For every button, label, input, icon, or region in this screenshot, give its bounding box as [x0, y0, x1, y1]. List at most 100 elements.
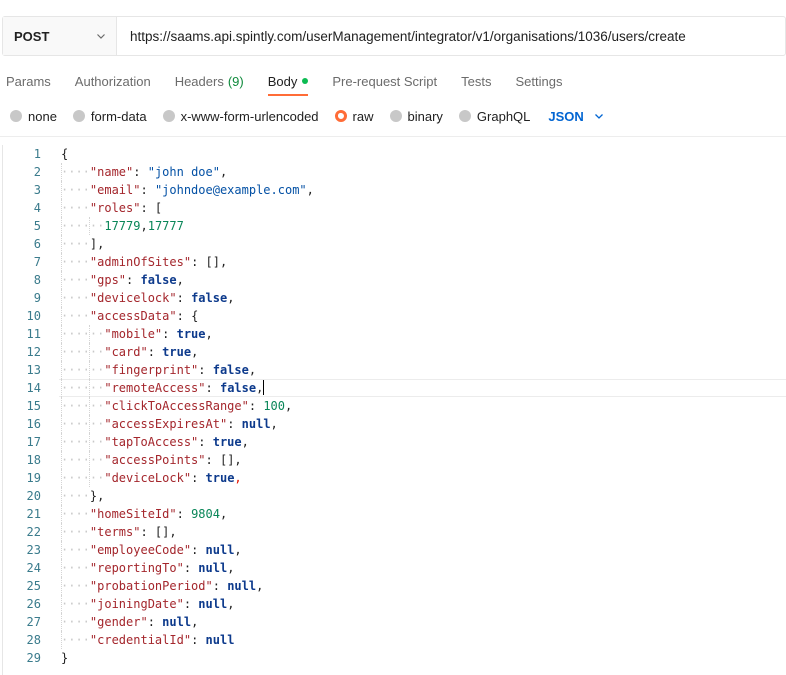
- code-token: :: [176, 507, 192, 521]
- code-token: ,: [176, 273, 184, 287]
- headers-count-badge: (9): [227, 73, 244, 89]
- whitespace-dots: ····: [61, 237, 90, 251]
- line-number: 28: [26, 633, 41, 647]
- body-code-editor[interactable]: 1{2····"name": "john doe",3····"email": …: [2, 145, 786, 675]
- line-number: 21: [26, 507, 41, 521]
- line-number: 12: [26, 345, 41, 359]
- code-line: 3····"email": "johndoe@example.com",: [3, 181, 786, 199]
- code-line: 27····"gender": null,: [3, 613, 786, 631]
- tab-params[interactable]: Params: [0, 64, 57, 98]
- code-token: "reportingTo": [89, 561, 184, 575]
- code-line: 24····"reportingTo": null,: [3, 559, 786, 577]
- mode-none-radio[interactable]: none: [10, 109, 57, 124]
- method-label: POST: [14, 28, 50, 44]
- line-number: 29: [26, 651, 41, 665]
- code-token: :: [133, 165, 148, 179]
- indent-guide: [61, 595, 62, 613]
- code-token: null: [205, 633, 235, 647]
- code-text: ······"clickToAccessRange": 100,: [61, 397, 292, 415]
- tab-label: Params: [6, 73, 51, 89]
- code-token: null: [198, 561, 228, 575]
- line-number: 24: [26, 561, 41, 575]
- indent-guide: [61, 163, 62, 181]
- indent-guide: [61, 343, 62, 361]
- code-token: :: [183, 597, 199, 611]
- url-input[interactable]: https://saams.api.spintly.com/userManage…: [117, 17, 686, 55]
- code-token: 9804: [191, 507, 220, 521]
- code-text: ····"devicelock": false,: [61, 289, 234, 307]
- indent-guide: [61, 271, 62, 289]
- tab-tests[interactable]: Tests: [455, 64, 497, 98]
- radio-icon: [162, 110, 175, 122]
- indent-guide: [61, 181, 62, 199]
- code-token: }: [89, 489, 98, 503]
- code-token: "roles": [89, 201, 141, 215]
- code-text: ····"terms": [],: [61, 523, 177, 541]
- code-token: ,: [256, 381, 264, 395]
- whitespace-dots: ······: [61, 363, 105, 377]
- code-token: false: [212, 363, 249, 377]
- mode-form-data-radio[interactable]: form-data: [72, 109, 147, 124]
- code-token: :: [248, 399, 264, 413]
- code-token: : [],: [140, 525, 177, 539]
- code-line: 15······"clickToAccessRange": 100,: [3, 397, 786, 415]
- mode-label: none: [28, 108, 57, 124]
- code-token: "fingerprint": [104, 363, 199, 377]
- language-select[interactable]: JSON: [548, 109, 603, 124]
- code-token: 100: [263, 399, 285, 413]
- code-token: ,: [285, 399, 293, 413]
- tab-settings[interactable]: Settings: [509, 64, 568, 98]
- mode-urlencoded-radio[interactable]: x-www-form-urlencoded: [162, 108, 319, 124]
- code-line: 6····],: [3, 235, 786, 253]
- mode-raw-radio[interactable]: raw: [334, 109, 374, 124]
- tab-label: Headers: [174, 73, 224, 89]
- code-line: 16······"accessExpiresAt": null,: [3, 415, 786, 433]
- code-token: "johndoe@example.com": [154, 183, 307, 197]
- method-select[interactable]: POST: [3, 17, 117, 55]
- whitespace-dots: ····: [61, 489, 90, 503]
- indent-guide: [61, 379, 62, 397]
- line-number: 23: [26, 543, 41, 557]
- code-token: ,: [205, 327, 213, 341]
- code-token: true: [162, 345, 192, 359]
- chevron-down-icon: [97, 34, 105, 39]
- tab-body[interactable]: Body: [262, 64, 315, 98]
- whitespace-dots: ····: [61, 543, 90, 557]
- code-token: ,: [227, 597, 235, 611]
- mode-label: x-www-form-urlencoded: [180, 108, 319, 124]
- indent-guide: [61, 235, 62, 253]
- indent-guide: [61, 487, 62, 505]
- indent-guide: [61, 469, 62, 487]
- indent-guide: [89, 343, 91, 361]
- line-number: 17: [26, 435, 41, 449]
- tab-headers[interactable]: Headers(9): [169, 64, 250, 98]
- code-text: ····"adminOfSites": [],: [61, 253, 227, 271]
- whitespace-dots: ······: [61, 417, 105, 431]
- tab-label: Settings: [515, 73, 563, 89]
- code-token: "homeSiteId": [89, 507, 177, 521]
- tab-label: Pre-request Script: [332, 73, 438, 89]
- code-line: 10····"accessData": {: [3, 307, 786, 325]
- code-token: "probationPeriod": [89, 579, 213, 593]
- line-number: 16: [26, 417, 41, 431]
- code-token: : [],: [191, 255, 228, 269]
- indent-guide: [61, 559, 62, 577]
- whitespace-dots: ····: [61, 525, 90, 539]
- tab-authorization[interactable]: Authorization: [69, 64, 157, 98]
- tab-pre-request-script[interactable]: Pre-request Script: [326, 64, 443, 98]
- code-text: ······"remoteAccess": false,: [61, 379, 265, 397]
- code-token: :: [212, 579, 228, 593]
- indent-guide: [61, 325, 62, 343]
- code-token: 17777: [147, 219, 184, 233]
- code-token: ,: [306, 183, 314, 197]
- code-token: 17779: [104, 219, 141, 233]
- code-token: "joiningDate": [89, 597, 184, 611]
- mode-graphql-radio[interactable]: GraphQL: [458, 109, 530, 124]
- request-tabs: Params Authorization Headers(9) Body Pre…: [0, 64, 786, 98]
- mode-binary-radio[interactable]: binary: [389, 109, 443, 124]
- code-line: 13······"fingerprint": false,: [3, 361, 786, 379]
- indent-guide: [61, 199, 62, 217]
- whitespace-dots: ····: [61, 597, 90, 611]
- code-line: 23····"employeeCode": null,: [3, 541, 786, 559]
- code-line: 26····"joiningDate": null,: [3, 595, 786, 613]
